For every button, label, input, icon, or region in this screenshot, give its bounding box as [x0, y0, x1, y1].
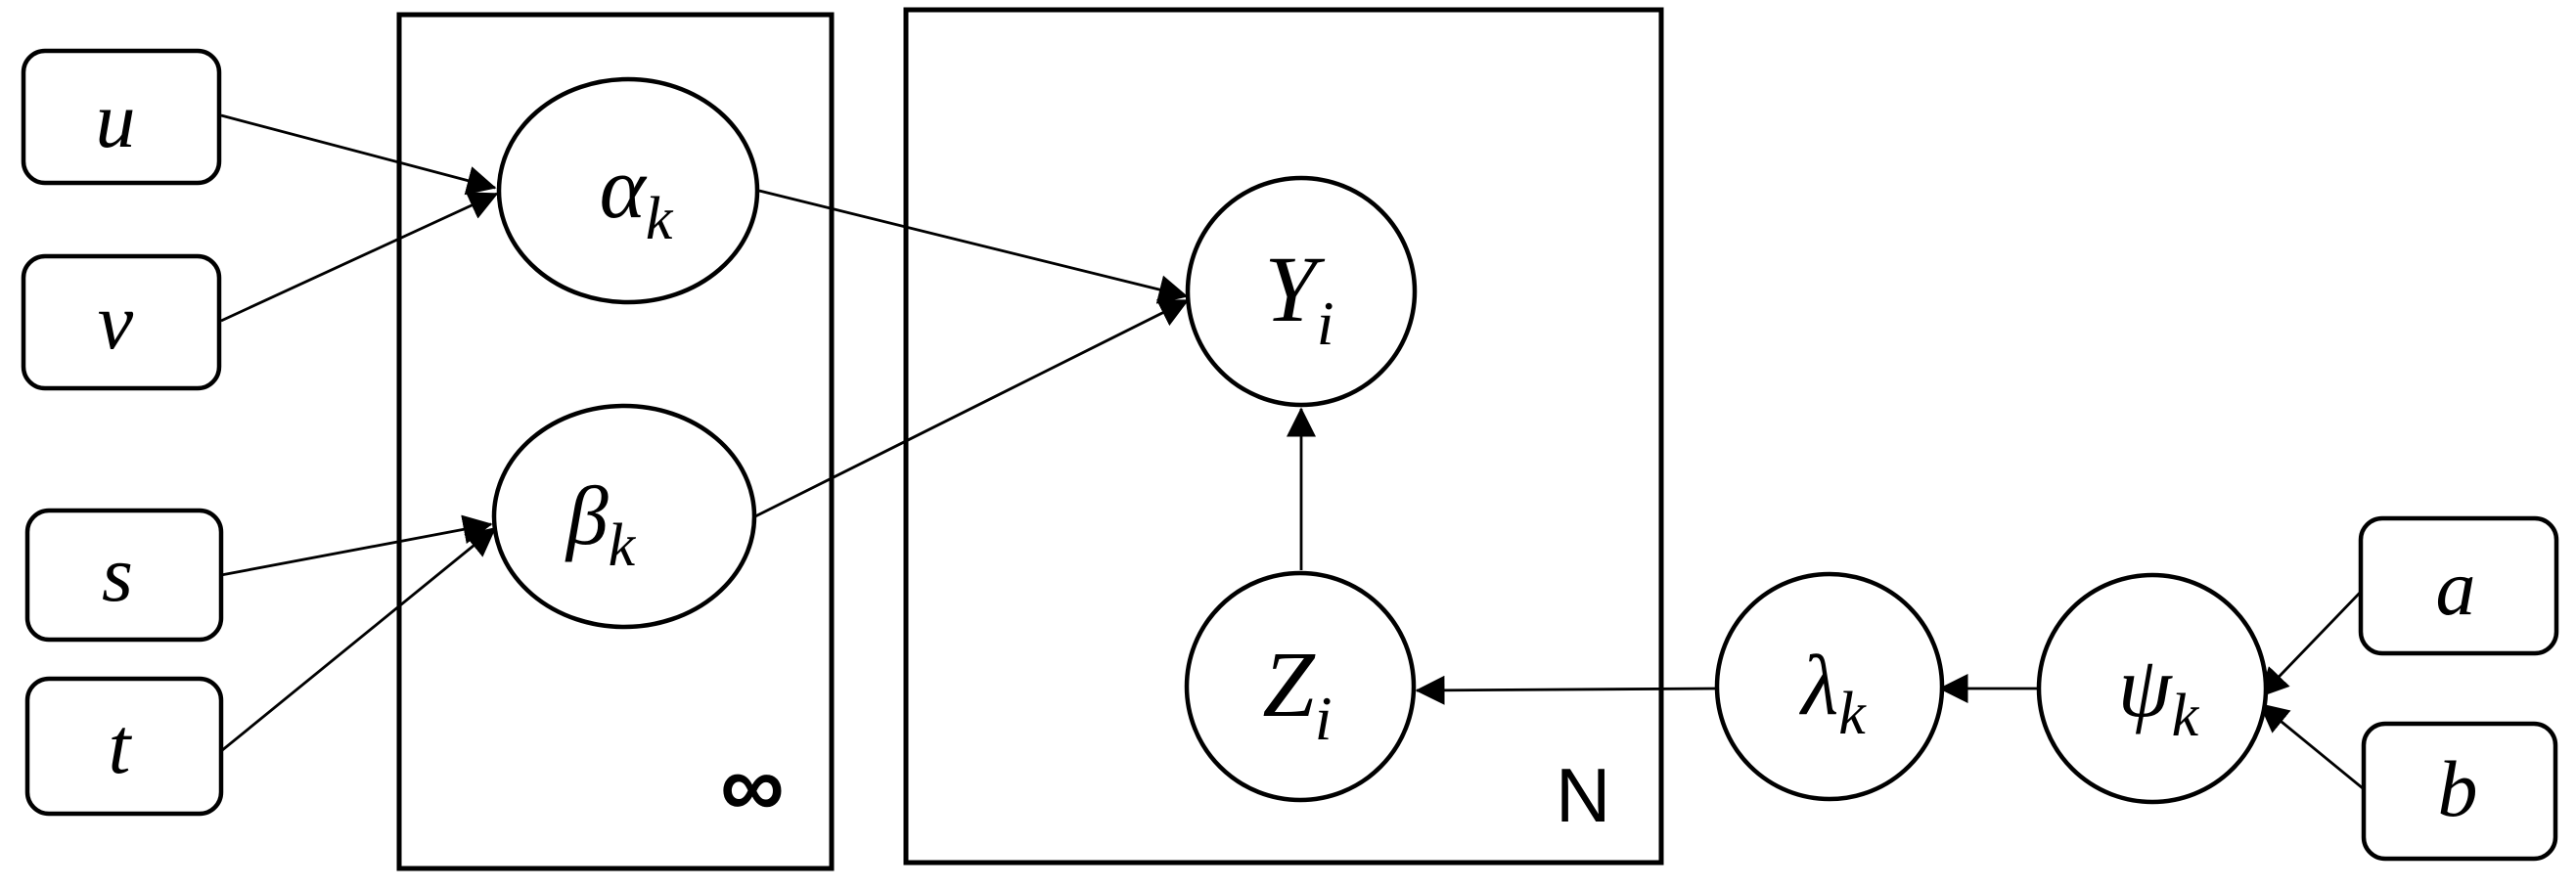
node-psi-sub: k	[2172, 683, 2200, 749]
node-lambda-base: λ	[1798, 639, 1838, 733]
node-lambda-label: λk	[1798, 639, 1867, 747]
node-z-base: Z	[1262, 632, 1316, 736]
edge-beta-y	[754, 298, 1190, 518]
node-y-sub: i	[1317, 289, 1334, 358]
node-y	[1185, 175, 1418, 408]
plate-n-label: N	[1556, 752, 1610, 838]
hyper-b-box	[2361, 721, 2558, 862]
node-z-label: Zi	[1262, 632, 1332, 753]
hyper-u-box	[21, 48, 222, 186]
node-psi-base: ψ	[2118, 641, 2173, 735]
node-alpha-label: αk	[600, 140, 674, 252]
edge-v-alpha	[220, 192, 499, 323]
node-beta	[491, 403, 757, 630]
node-beta-label: βk	[565, 468, 637, 579]
hyper-a-box	[2358, 515, 2559, 656]
node-beta-base: β	[565, 468, 609, 562]
hyper-u-label: u	[96, 75, 136, 164]
node-psi-label: ψk	[2118, 641, 2200, 749]
edge-u-alpha	[220, 113, 497, 196]
hyper-s-label: s	[102, 529, 133, 618]
edge-lambda-z	[1415, 675, 1718, 705]
hyper-v-box	[21, 253, 222, 391]
plate-infinity	[396, 12, 835, 871]
edge-t-beta	[220, 526, 497, 753]
node-y-label: Yi	[1264, 237, 1333, 358]
node-psi	[2036, 572, 2269, 805]
hyper-v-label: v	[98, 277, 134, 366]
plate-n	[903, 7, 1664, 866]
edge-a-psi	[2258, 589, 2365, 698]
node-alpha-base: α	[600, 140, 648, 237]
edge-alpha-y	[758, 189, 1189, 304]
hyper-s-box	[24, 508, 224, 643]
node-lambda-sub: k	[1838, 681, 1867, 747]
hyper-b-label: b	[2438, 744, 2478, 833]
hyper-a-label: a	[2436, 543, 2476, 632]
edge-b-psi	[2258, 702, 2364, 790]
edge-s-beta	[220, 514, 493, 577]
node-lambda	[1714, 571, 1945, 802]
plate-infinity-label: ∞	[720, 736, 785, 836]
hyper-t-box	[24, 676, 224, 817]
hyper-t-label: t	[109, 701, 133, 790]
node-beta-sub: k	[609, 512, 637, 579]
node-alpha-sub: k	[646, 186, 674, 252]
node-z	[1184, 570, 1417, 803]
node-alpha	[496, 76, 760, 305]
node-y-base: Y	[1264, 237, 1325, 341]
node-z-sub: i	[1315, 684, 1333, 753]
